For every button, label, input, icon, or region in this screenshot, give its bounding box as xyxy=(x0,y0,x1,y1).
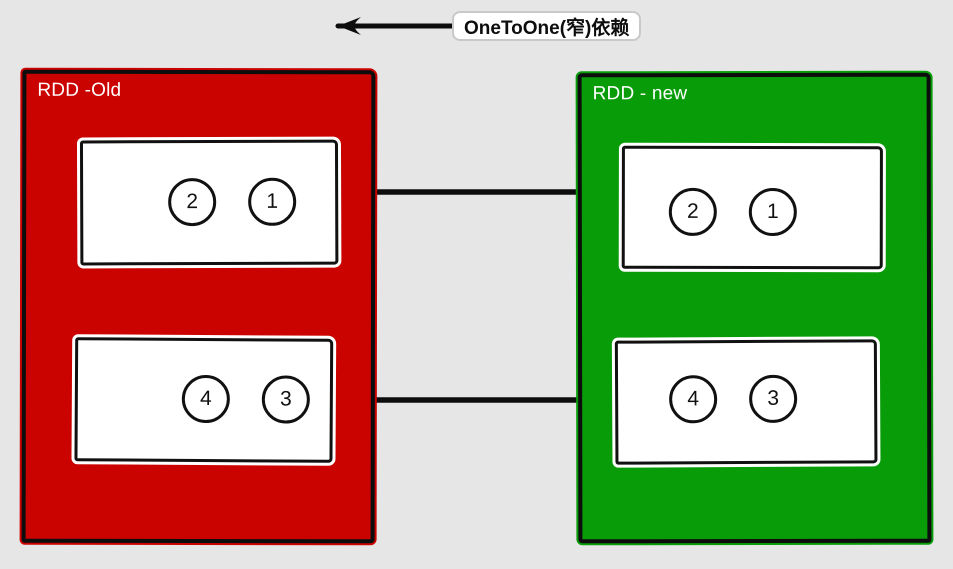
rdd-old-partition-2: 4 3 xyxy=(74,337,334,463)
record-circle: 1 xyxy=(248,177,297,226)
record-circle: 4 xyxy=(181,374,230,424)
rdd-new-partition-1: 2 1 xyxy=(621,145,883,270)
record-circle: 2 xyxy=(668,187,717,236)
dependency-type-label: OneToOne(窄)依赖 xyxy=(452,11,642,41)
record-circle: 3 xyxy=(749,374,798,423)
rdd-old-partition-1: 2 1 xyxy=(79,139,339,266)
rdd-old-box: RDD -Old 2 1 4 3 xyxy=(21,69,376,544)
rdd-old-title: RDD -Old xyxy=(37,79,122,101)
record-circle: 1 xyxy=(748,187,797,237)
dependency-type-label-text: OneToOne(窄)依赖 xyxy=(464,17,630,39)
record-circle: 4 xyxy=(669,375,718,424)
rdd-new-box: RDD - new 2 1 4 3 xyxy=(577,72,932,544)
record-circle: 3 xyxy=(261,375,310,424)
rdd-new-title: RDD - new xyxy=(592,83,688,105)
record-circle: 2 xyxy=(168,177,217,227)
rdd-new-partition-2: 4 3 xyxy=(614,339,878,465)
